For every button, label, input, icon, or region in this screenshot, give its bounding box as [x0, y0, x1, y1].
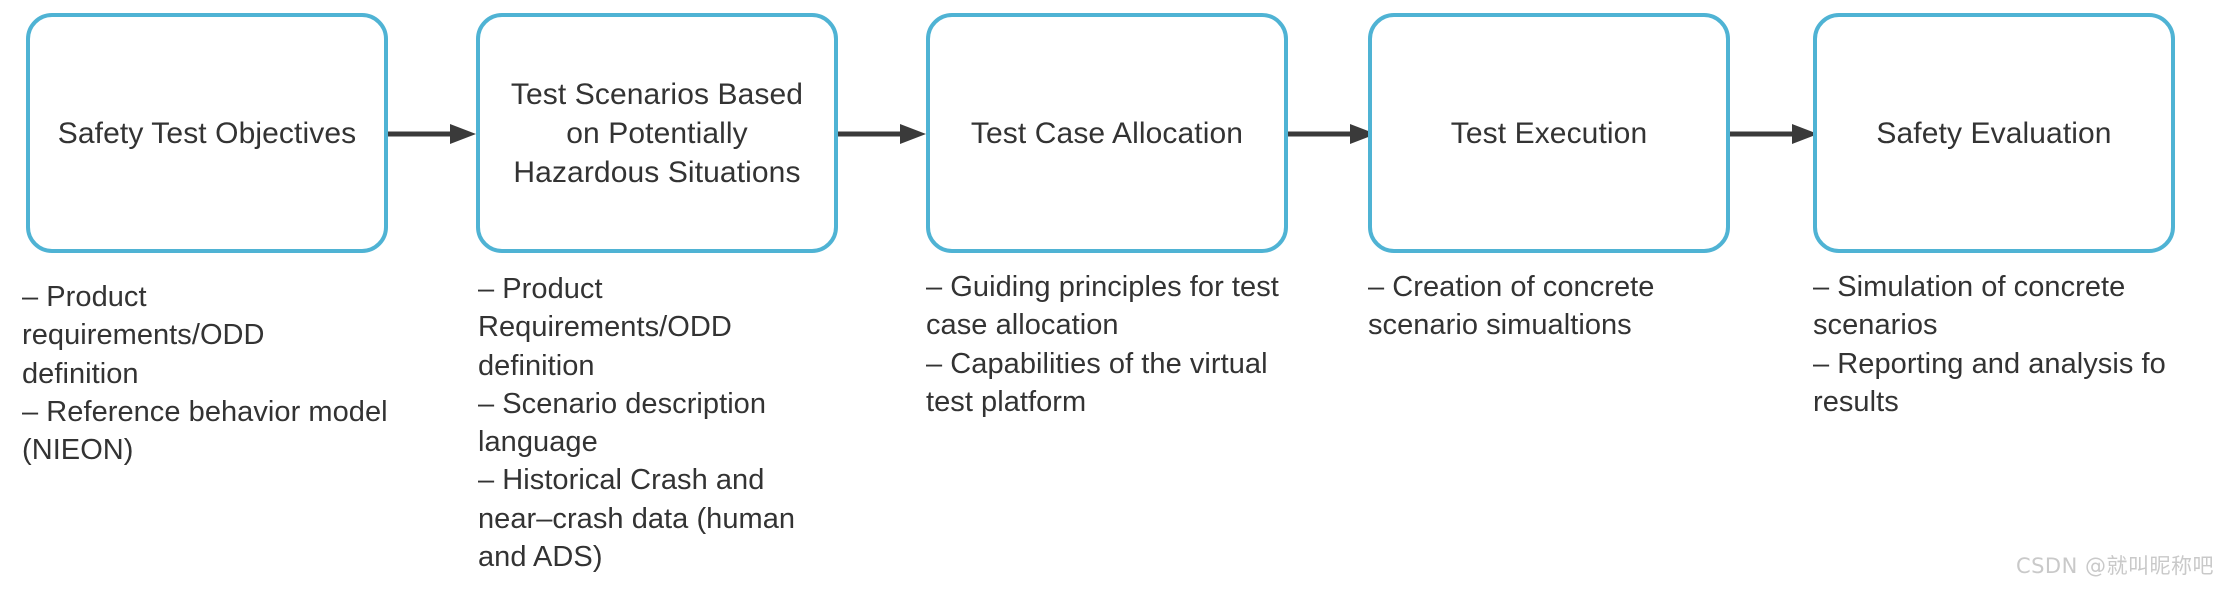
arrow-right-icon [388, 124, 476, 144]
process-box-title: Test Scenarios Based on Potentially Haza… [510, 77, 804, 189]
process-box-title: Test Case Allocation [970, 116, 1244, 150]
process-box-safety-evaluation[interactable]: Safety Evaluation [1813, 13, 2175, 253]
csdn-watermark: CSDN @就叫昵称吧 [2015, 554, 2214, 578]
process-box-title: Safety Evaluation [1876, 116, 2112, 150]
arrow-2-3 [838, 121, 926, 147]
arrow-3-4 [1288, 121, 1376, 147]
bullet-list-safety-evaluation: – Simulation of concrete scenarios – Rep… [1813, 271, 2166, 418]
arrow-right-icon [1288, 124, 1376, 144]
process-box-test-execution[interactable]: Test Execution [1368, 13, 1730, 253]
bullet-list-safety-test-objectives: – Product requirements/ODD definition – … [22, 281, 388, 467]
arrow-4-5 [1730, 121, 1818, 147]
process-box-test-scenarios-hazardous[interactable]: Test Scenarios Based on Potentially Haza… [476, 13, 838, 253]
arrow-right-icon [1730, 124, 1818, 144]
bullet-list-test-case-allocation: – Guiding principles for test case alloc… [926, 271, 1279, 418]
process-box-safety-test-objectives[interactable]: Safety Test Objectives [26, 13, 388, 253]
arrow-1-2 [388, 121, 476, 147]
process-box-title: Test Execution [1450, 116, 1648, 150]
arrow-right-icon [838, 124, 926, 144]
bullet-list-test-execution: – Creation of concrete scenario simualti… [1368, 271, 1655, 342]
bullet-list-test-scenarios-hazardous: – Product Requirements/ODD definition – … [478, 273, 796, 573]
process-box-title: Safety Test Objectives [57, 116, 357, 150]
process-box-test-case-allocation[interactable]: Test Case Allocation [926, 13, 1288, 253]
